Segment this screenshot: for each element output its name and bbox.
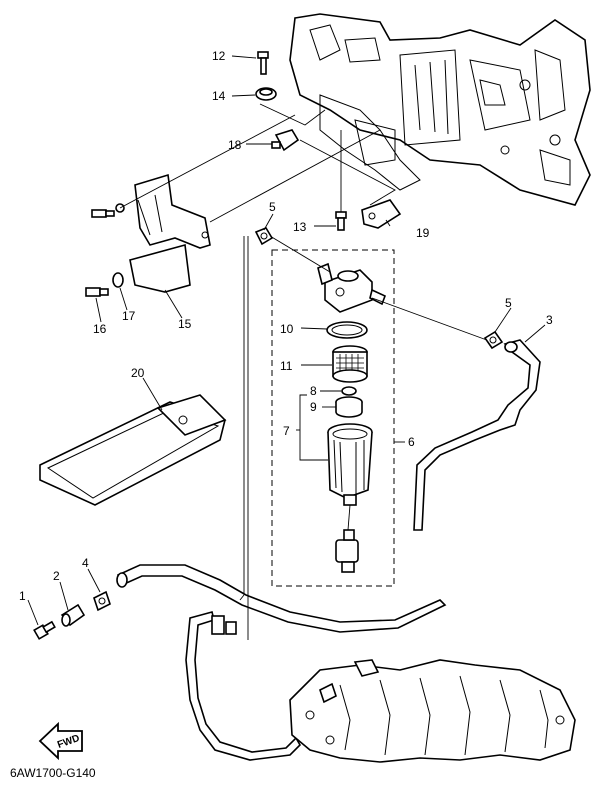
- callout-18: 18: [228, 138, 242, 152]
- o-ring-10: [326, 321, 368, 339]
- callout-6: 6: [408, 435, 415, 449]
- callout-5-right: 5: [505, 296, 512, 310]
- callout-5-upper: 5: [269, 200, 276, 214]
- callout-3: 3: [546, 313, 553, 327]
- callout-7: 7: [283, 424, 290, 438]
- bolt-16: [85, 287, 109, 297]
- callout-17: 17: [122, 309, 136, 323]
- clip-5-upper: [254, 227, 274, 246]
- fwd-arrow-icon: FWD: [38, 721, 83, 761]
- callout-10: 10: [280, 322, 294, 336]
- diagram-code: 6AW1700-G140: [10, 766, 96, 780]
- callout-15: 15: [178, 317, 192, 331]
- hose-vertical: [185, 611, 301, 761]
- callout-9: 9: [310, 400, 317, 414]
- callout-14: 14: [212, 89, 226, 103]
- intake-manifold: [289, 659, 576, 763]
- bolt-12: [257, 51, 269, 75]
- filter-element-11: [332, 345, 368, 383]
- callout-12: 12: [212, 49, 226, 63]
- sensor-19: [361, 199, 402, 229]
- clip-5-right: [483, 330, 504, 350]
- engine-block: [289, 13, 591, 206]
- callout-8: 8: [310, 384, 317, 398]
- bracket-15: [129, 173, 211, 293]
- callout-13: 13: [293, 220, 307, 234]
- filter-head: [317, 262, 387, 313]
- filter-assembly-box: [271, 249, 395, 587]
- callout-4: 4: [82, 556, 89, 570]
- callout-1: 1: [19, 589, 26, 603]
- clip-18: [271, 129, 300, 152]
- hose-3: [413, 339, 541, 531]
- callout-16: 16: [93, 322, 107, 336]
- ring-8: [341, 386, 357, 396]
- washer-17: [112, 272, 124, 288]
- float-9: [335, 396, 363, 418]
- bolt-13: [335, 130, 347, 231]
- callout-2: 2: [53, 569, 60, 583]
- part-1: [33, 620, 56, 640]
- fuel-hose-lower: [116, 564, 447, 633]
- grommet-14: [255, 87, 277, 101]
- part-2: [60, 603, 86, 627]
- callout-20: 20: [131, 366, 145, 380]
- bolt-upper: [91, 203, 125, 218]
- callout-11: 11: [280, 359, 293, 373]
- filter-cup-7: [327, 423, 373, 573]
- part-4: [93, 590, 111, 612]
- pouch-20: [39, 394, 227, 506]
- callout-19: 19: [416, 226, 430, 240]
